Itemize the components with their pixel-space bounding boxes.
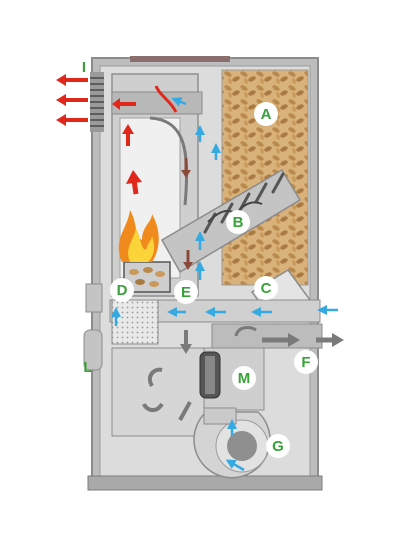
flue-gas-arrows	[181, 158, 193, 270]
label-m: M	[238, 370, 251, 387]
label-f: F	[301, 354, 310, 371]
perforated-heat-exchanger	[111, 299, 159, 345]
lower-fan-chamber	[111, 347, 265, 437]
flame-icon	[118, 210, 159, 262]
convection-grille	[90, 72, 104, 132]
side-access-panel	[83, 283, 103, 371]
fan-icon	[193, 407, 271, 479]
label-d: D	[117, 282, 128, 299]
brazier	[123, 261, 171, 293]
label-c: C	[261, 280, 272, 297]
hot-air-arrows	[56, 74, 178, 195]
label-i: I	[82, 59, 86, 76]
label-e: E	[181, 284, 191, 301]
label-l: L	[83, 359, 92, 376]
air-flow-arrow-icon	[111, 97, 338, 472]
label-a: A	[261, 106, 272, 123]
callout-labels: A B C D E F G I L M	[82, 59, 318, 458]
label-b: B	[233, 214, 244, 231]
label-g: G	[272, 438, 284, 455]
exhaust-arrow-icon	[142, 326, 344, 421]
